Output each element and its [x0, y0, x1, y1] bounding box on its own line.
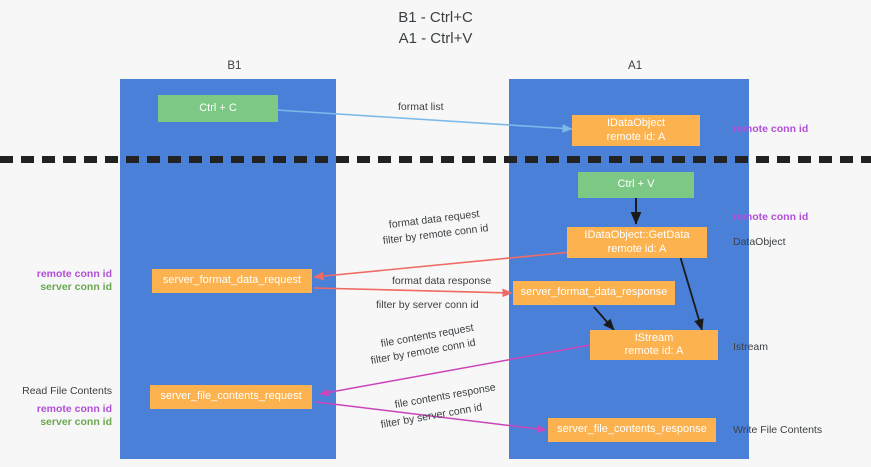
node-server-format-data-request-label: server_format_data_request	[162, 274, 302, 287]
side-label-left-remote-conn-id-bottom: remote conn id	[36, 403, 112, 415]
lane-header-a1-name: A1	[628, 60, 643, 72]
node-ctrl-c-line1: Ctrl + C	[199, 101, 237, 114]
side-label-remote-conn-id-mid: remote conn id	[733, 211, 809, 223]
side-label-read-file-contents: Read File Contents	[22, 385, 112, 397]
side-label-write-file-contents: Write File Contents	[733, 424, 823, 436]
node-ctrl-v[interactable]: Ctrl + V	[578, 172, 694, 198]
node-ctrl-v-line1: Ctrl + V	[617, 178, 655, 191]
side-label-left-server-conn-id-bottom: server conn id	[40, 416, 112, 428]
edge-label-format-list: format list	[398, 101, 444, 113]
node-getdata-line1: IDataObject::GetData	[584, 229, 690, 241]
node-idataobject-getdata[interactable]: IDataObject::GetData remote id: A	[567, 227, 707, 258]
side-label-dataobject: DataObject	[733, 236, 786, 248]
title-line-2: A1 - Ctrl+V	[398, 30, 473, 47]
side-label-left-server-conn-id-mid: server conn id	[40, 281, 112, 293]
node-idataobject-line1: IDataObject	[606, 117, 666, 129]
node-server-format-data-response[interactable]: server_format_data_response	[513, 281, 675, 305]
edge-label-format-data-response-filter: filter by server conn id	[376, 299, 479, 312]
filter-prefix-2: filter by	[376, 299, 413, 311]
wire-format-data-response	[313, 287, 513, 298]
node-istream-line1: IStream	[634, 331, 674, 344]
filter-prefix-3: filter by	[369, 348, 409, 367]
node-server-file-contents-request[interactable]: server_file_contents_request	[150, 385, 312, 409]
side-label-left-remote-conn-id-mid: remote conn id	[36, 268, 112, 280]
filter-prefix-4: filter by	[379, 412, 419, 431]
node-server-file-contents-response-label: server_file_contents_response	[557, 423, 707, 436]
page-title: B1 - Ctrl+C A1 - Ctrl+V	[0, 7, 871, 49]
lane-header-b1-name: B1	[227, 60, 242, 72]
node-server-file-contents-request-label: server_file_contents_request	[160, 390, 302, 403]
node-idataobject-line2: remote id: A	[606, 130, 666, 143]
node-server-file-contents-response[interactable]: server_file_contents_response	[548, 418, 716, 442]
side-label-remote-conn-id-top: remote conn id	[733, 123, 809, 135]
filter-key-server-conn-id-1: server conn id	[412, 299, 479, 311]
node-server-format-data-response-label: server_format_data_response	[520, 286, 668, 299]
side-label-istream: Istream	[733, 341, 769, 353]
title-line-1: B1 - Ctrl+C	[398, 9, 473, 26]
node-istream[interactable]: IStream remote id: A	[590, 330, 718, 360]
node-ctrl-c[interactable]: Ctrl + C	[158, 95, 278, 122]
node-getdata-line2: remote id: A	[607, 242, 667, 255]
node-idataobject[interactable]: IDataObject remote id: A	[572, 115, 700, 146]
phase-divider	[0, 156, 871, 163]
filter-prefix-1: filter by	[382, 230, 421, 247]
node-istream-line2: remote id: A	[624, 345, 684, 357]
node-server-format-data-request[interactable]: server_format_data_request	[152, 269, 312, 293]
edge-label-format-data-response: format data response	[392, 275, 492, 287]
